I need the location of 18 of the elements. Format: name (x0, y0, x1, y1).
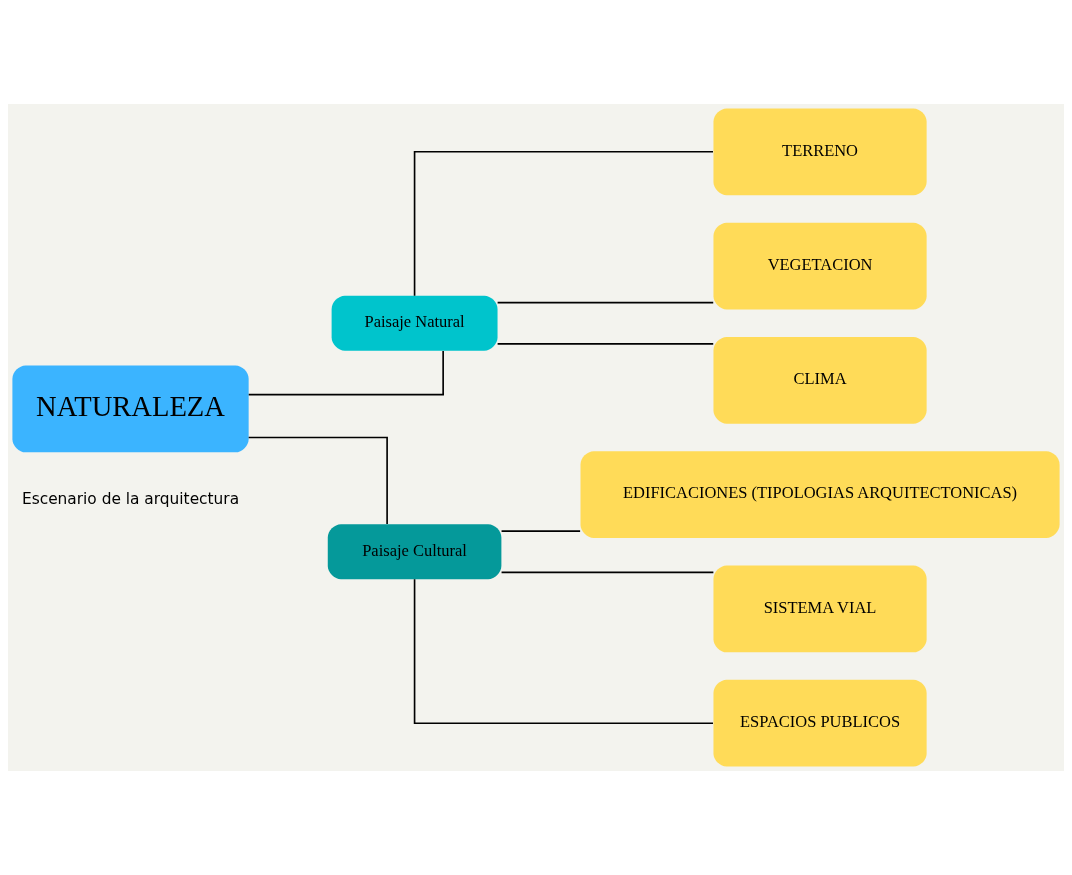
connector (500, 571, 715, 574)
node-box: NATURALEZA (12, 365, 249, 453)
node-box: EDIFICACIONES (TIPOLOGIAS ARQUITECTONICAS) (580, 451, 1060, 539)
node-label: Escenario de la arquitectura (21, 490, 240, 509)
node-box: CLIMA (713, 336, 927, 424)
node-box: TERRENO (713, 108, 927, 196)
connector (500, 530, 581, 532)
node-box: ESPACIOS PUBLICOS (713, 679, 927, 767)
connector (496, 343, 715, 345)
connector (247, 436, 388, 525)
node-box: VEGETACION (713, 222, 927, 310)
connector (496, 301, 715, 304)
connector (413, 150, 714, 297)
node-box: SISTEMA VIAL (713, 565, 927, 653)
connector (413, 578, 714, 725)
node-box: Paisaje Natural (331, 295, 498, 351)
node-box: Paisaje Cultural (327, 524, 502, 580)
connector (247, 350, 444, 396)
